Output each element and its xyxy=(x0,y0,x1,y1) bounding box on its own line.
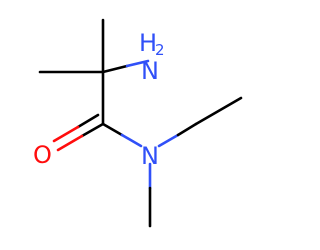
amine-h-label: H xyxy=(139,29,157,57)
bond-n-ethyl-c-part xyxy=(176,122,198,137)
structure-diagram: H 2 N O N xyxy=(33,18,243,228)
bond-ethyl-cc xyxy=(194,96,243,126)
amide-n-label: N xyxy=(141,142,159,170)
carbonyl-o-label: O xyxy=(33,141,52,169)
bond-co-1-o-part xyxy=(56,134,84,152)
bond-n-ethyl-n-part xyxy=(157,133,180,148)
bond-c-amide-n-part xyxy=(120,133,143,148)
amine-subscript-label: 2 xyxy=(155,41,165,59)
bond-co-1-c-part xyxy=(80,122,105,138)
bond-c-amide-c-part xyxy=(101,122,124,137)
bond-cq-amine-c-part xyxy=(101,64,129,74)
bond-cq-amine-n-part xyxy=(125,59,150,68)
amine-n-label: N xyxy=(141,57,159,85)
bond-co-2-c-part xyxy=(76,113,100,129)
molecule-canvas: H 2 N O N xyxy=(33,18,243,228)
bond-co-2-o-part xyxy=(52,125,80,143)
